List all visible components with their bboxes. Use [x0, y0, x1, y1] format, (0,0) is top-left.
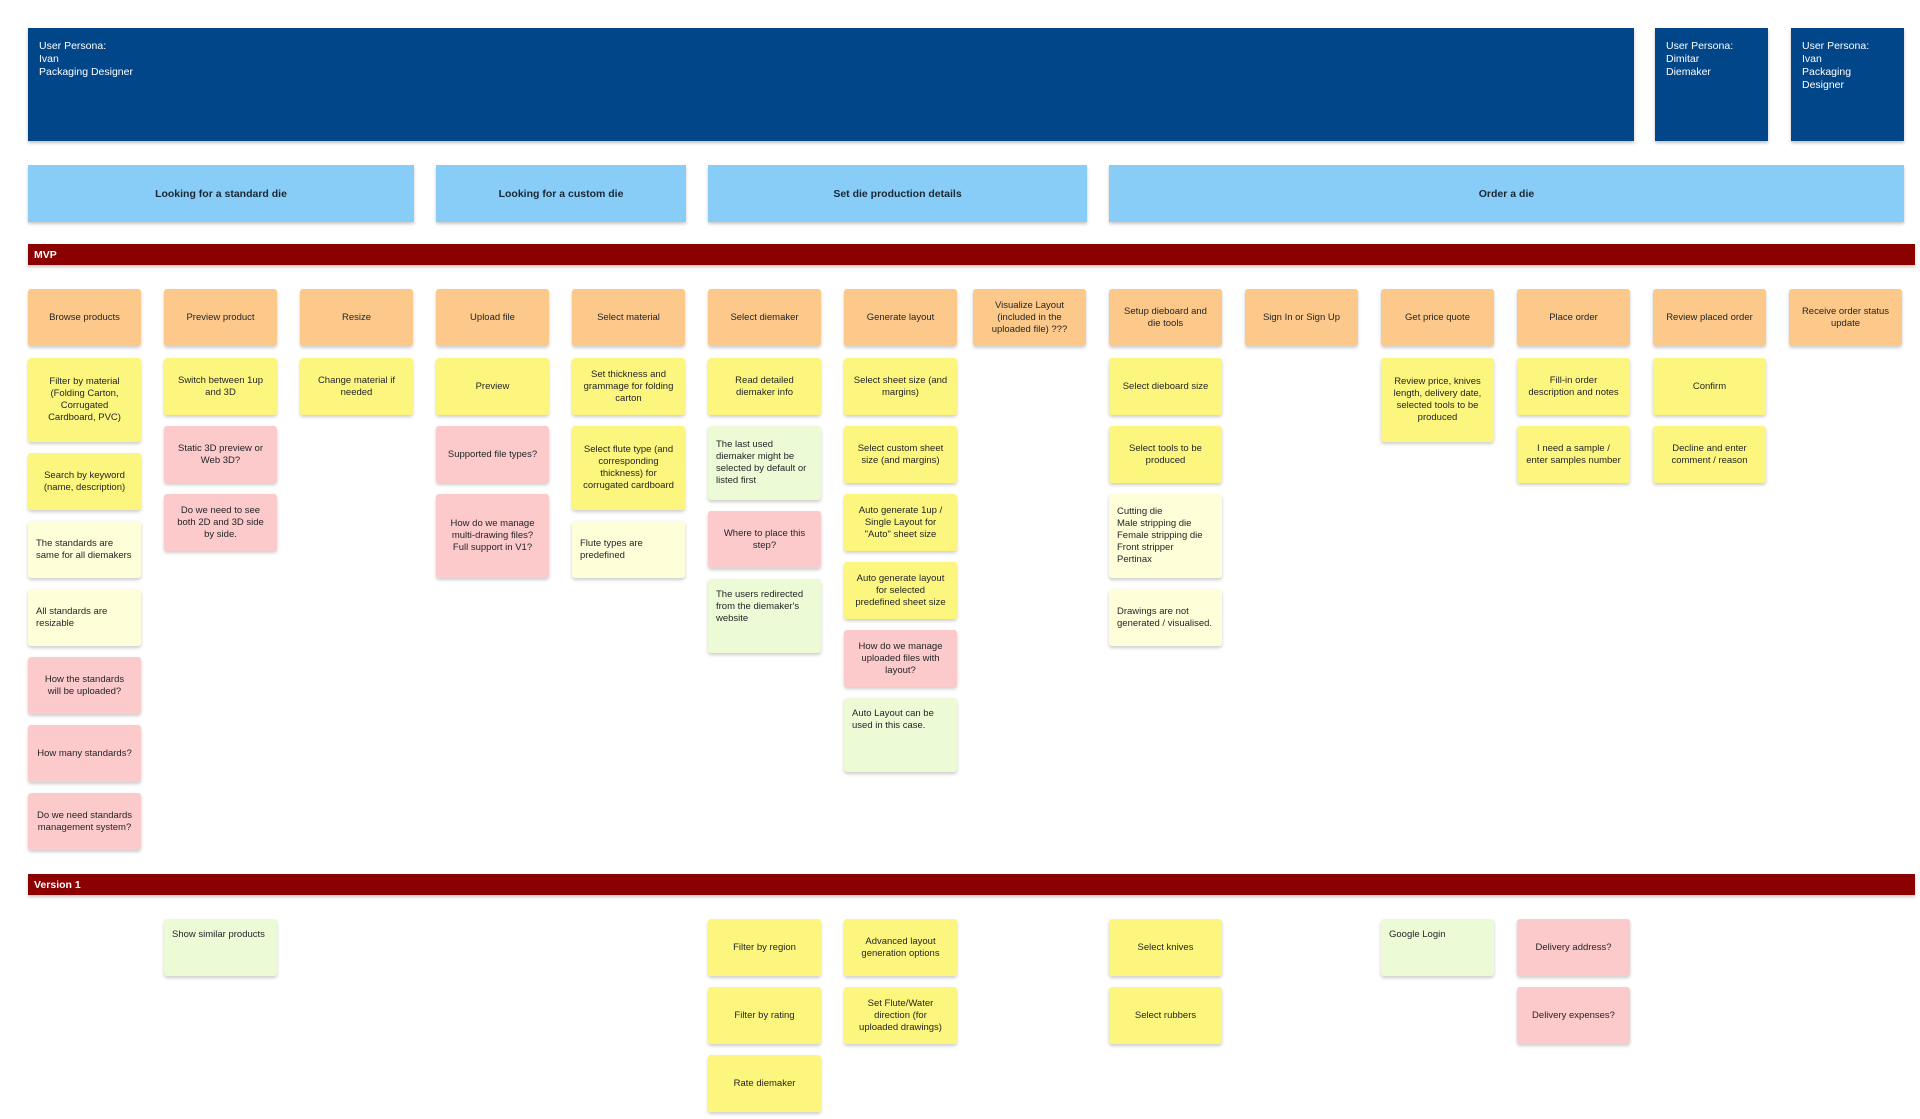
step-select-material[interactable]: Select material	[572, 289, 685, 346]
step-visualize-layout[interactable]: Visualize Layout (included in the upload…	[973, 289, 1086, 346]
story-fill-in-order[interactable]: Fill-in order description and notes	[1517, 358, 1630, 415]
assumption-standards-same[interactable]: The standards are same for all diemakers	[28, 521, 141, 578]
idea-last-used-diemaker[interactable]: The last used diemaker might be selected…	[708, 426, 821, 500]
idea-auto-layout[interactable]: Auto Layout can be used in this case.	[844, 698, 957, 772]
step-generate-layout[interactable]: Generate layout	[844, 289, 957, 346]
step-sign-in[interactable]: Sign In or Sign Up	[1245, 289, 1358, 346]
story-preview[interactable]: Preview	[436, 358, 549, 415]
step-order-status[interactable]: Receive order status update	[1789, 289, 1902, 346]
release-band-version-1: Version 1	[28, 874, 1915, 895]
assumption-flute-predefined[interactable]: Flute types are predefined	[572, 521, 685, 578]
story-change-material[interactable]: Change material if needed	[300, 358, 413, 415]
story-set-thickness[interactable]: Set thickness and grammage for folding c…	[572, 358, 685, 415]
story-select-rubbers[interactable]: Select rubbers	[1109, 987, 1222, 1044]
question-static-3d[interactable]: Static 3D preview or Web 3D?	[164, 426, 277, 483]
step-browse-products[interactable]: Browse products	[28, 289, 141, 346]
activity-standard-die[interactable]: Looking for a standard die	[28, 165, 414, 222]
question-where-place-step[interactable]: Where to place this step?	[708, 511, 821, 568]
step-resize[interactable]: Resize	[300, 289, 413, 346]
activity-production-details[interactable]: Set die production details	[708, 165, 1087, 222]
story-auto-generate-layout[interactable]: Auto generate layout for selected predef…	[844, 562, 957, 619]
activity-order-die[interactable]: Order a die	[1109, 165, 1904, 222]
story-search-keyword[interactable]: Search by keyword (name, description)	[28, 453, 141, 510]
release-band-mvp: MVP	[28, 244, 1915, 265]
story-decline[interactable]: Decline and enter comment / reason	[1653, 426, 1766, 483]
idea-google-login[interactable]: Google Login	[1381, 919, 1494, 976]
step-setup-dieboard[interactable]: Setup dieboard and die tools	[1109, 289, 1222, 346]
step-upload-file[interactable]: Upload file	[436, 289, 549, 346]
story-select-knives[interactable]: Select knives	[1109, 919, 1222, 976]
story-review-price[interactable]: Review price, knives length, delivery da…	[1381, 358, 1494, 442]
story-need-sample[interactable]: I need a sample / enter samples number	[1517, 426, 1630, 483]
story-select-tools[interactable]: Select tools to be produced	[1109, 426, 1222, 483]
step-place-order[interactable]: Place order	[1517, 289, 1630, 346]
question-multi-drawing-files[interactable]: How do we manage multi-drawing files? Fu…	[436, 494, 549, 578]
persona-dimitar-card[interactable]: User Persona: Dimitar Diemaker	[1655, 28, 1768, 141]
story-filter-material[interactable]: Filter by material (Folding Carton, Corr…	[28, 358, 141, 442]
story-select-sheet-size[interactable]: Select sheet size (and margins)	[844, 358, 957, 415]
story-filter-region[interactable]: Filter by region	[708, 919, 821, 976]
idea-users-redirected[interactable]: The users redirected from the diemaker's…	[708, 579, 821, 653]
story-custom-sheet-size[interactable]: Select custom sheet size (and margins)	[844, 426, 957, 483]
question-supported-file-types[interactable]: Supported file types?	[436, 426, 549, 483]
activity-custom-die[interactable]: Looking for a custom die	[436, 165, 686, 222]
story-rate-diemaker[interactable]: Rate diemaker	[708, 1055, 821, 1112]
story-switch-1up-3d[interactable]: Switch between 1up and 3D	[164, 358, 277, 415]
question-uploaded-files-layout[interactable]: How do we manage uploaded files with lay…	[844, 630, 957, 687]
story-advanced-layout[interactable]: Advanced layout generation options	[844, 919, 957, 976]
persona-ivan-card[interactable]: User Persona: Ivan Packaging Designer	[28, 28, 1634, 141]
story-confirm[interactable]: Confirm	[1653, 358, 1766, 415]
story-filter-rating[interactable]: Filter by rating	[708, 987, 821, 1044]
step-select-diemaker[interactable]: Select diemaker	[708, 289, 821, 346]
question-delivery-address[interactable]: Delivery address?	[1517, 919, 1630, 976]
question-2d-3d-side-by-side[interactable]: Do we need to see both 2D and 3D side by…	[164, 494, 277, 551]
assumption-drawings-not-generated[interactable]: Drawings are not generated / visualised.	[1109, 589, 1222, 646]
question-delivery-expenses[interactable]: Delivery expenses?	[1517, 987, 1630, 1044]
question-standards-management[interactable]: Do we need standards management system?	[28, 793, 141, 850]
story-read-diemaker-info[interactable]: Read detailed diemaker info	[708, 358, 821, 415]
step-price-quote[interactable]: Get price quote	[1381, 289, 1494, 346]
question-how-many-standards[interactable]: How many standards?	[28, 725, 141, 782]
assumption-tool-list[interactable]: Cutting die Male stripping die Female st…	[1109, 494, 1222, 578]
persona-ivan-2-card[interactable]: User Persona: Ivan Packaging Designer	[1791, 28, 1904, 141]
story-select-flute[interactable]: Select flute type (and corresponding thi…	[572, 426, 685, 510]
story-select-dieboard-size[interactable]: Select dieboard size	[1109, 358, 1222, 415]
assumption-standards-resizable[interactable]: All standards are resizable	[28, 589, 141, 646]
idea-show-similar-products[interactable]: Show similar products	[164, 919, 277, 976]
story-auto-generate-1up[interactable]: Auto generate 1up / Single Layout for "A…	[844, 494, 957, 551]
step-review-order[interactable]: Review placed order	[1653, 289, 1766, 346]
story-set-flute-direction[interactable]: Set Flute/Water direction (for uploaded …	[844, 987, 957, 1044]
question-standards-upload[interactable]: How the standards will be uploaded?	[28, 657, 141, 714]
step-preview-product[interactable]: Preview product	[164, 289, 277, 346]
